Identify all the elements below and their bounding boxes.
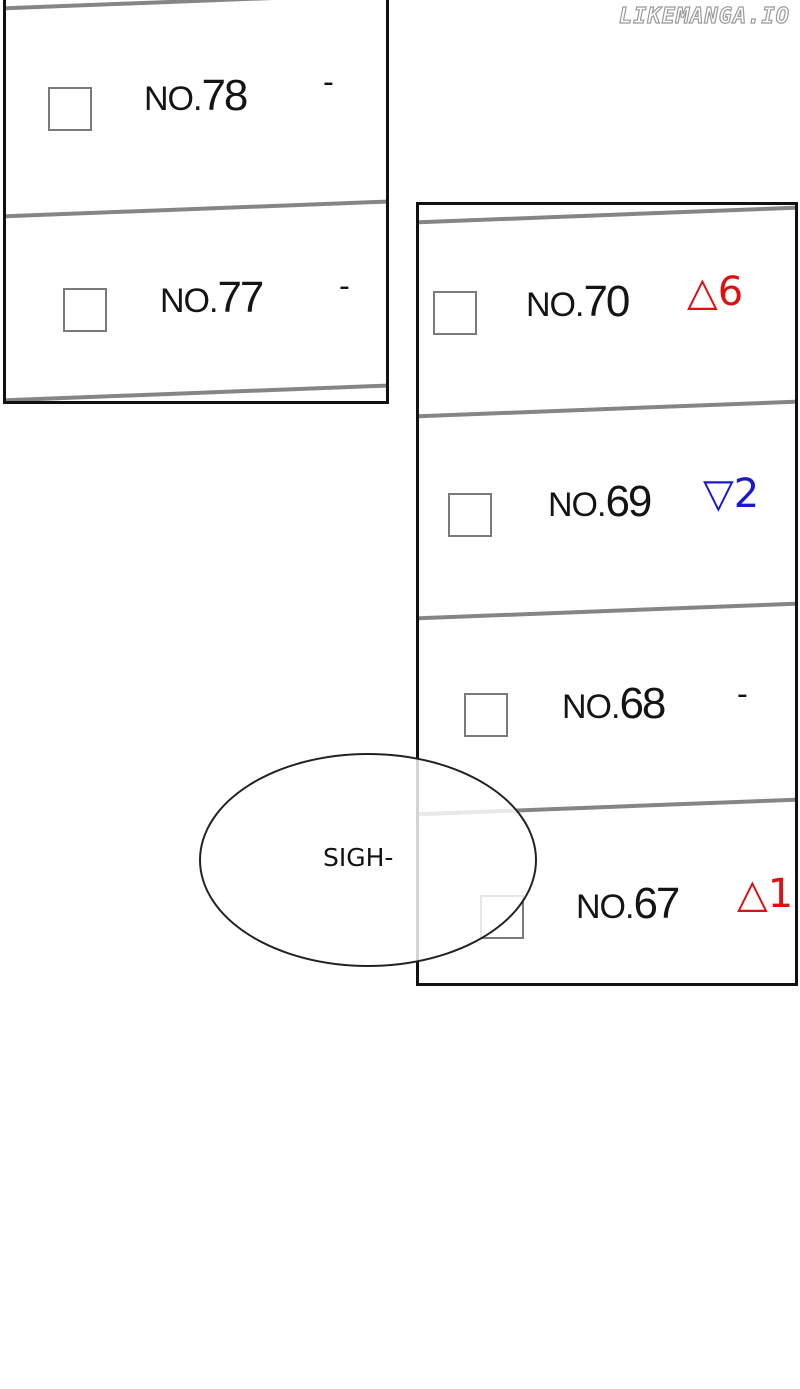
row-checkbox[interactable] — [433, 291, 477, 335]
rank-change-down: ▽2 — [703, 471, 760, 517]
rank-change: - — [323, 65, 334, 100]
speech-bubble-text: SIGH- — [323, 843, 394, 872]
rank-change-up: △1 — [737, 871, 794, 917]
rank-label: NO.69 — [548, 477, 652, 526]
row-divider — [419, 598, 795, 621]
rank-change: - — [339, 269, 350, 304]
row-divider — [6, 380, 386, 401]
ranking-panel-left: NO.78 - NO.77 - — [3, 0, 389, 404]
rank-label: NO.67 — [576, 879, 680, 928]
rank-label: NO.78 — [144, 71, 248, 120]
row-divider — [419, 205, 795, 225]
row-checkbox[interactable] — [448, 493, 492, 537]
watermark-text: LIKEMANGA.IO — [618, 3, 790, 29]
row-divider — [419, 396, 795, 419]
rank-change: - — [737, 677, 748, 712]
rank-change-up: △6 — [687, 269, 744, 315]
rank-label: NO.68 — [562, 679, 666, 728]
rank-label: NO.77 — [160, 273, 264, 322]
row-checkbox[interactable] — [63, 288, 107, 332]
row-checkbox[interactable] — [48, 87, 92, 131]
row-checkbox[interactable] — [464, 693, 508, 737]
row-divider — [6, 0, 386, 11]
speech-bubble — [199, 753, 537, 967]
row-divider — [6, 196, 386, 219]
rank-label: NO.70 — [526, 277, 630, 326]
